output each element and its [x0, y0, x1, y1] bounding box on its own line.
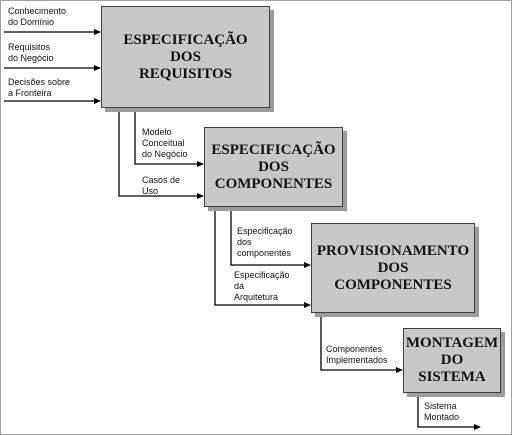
stage-especificacao-requisitos: ESPECIFICAÇÃO DOS REQUISITOS: [101, 6, 270, 108]
arrow-especificacao-componentes: [230, 207, 311, 268]
arrow-modelo-conceitual: [134, 108, 204, 167]
input-label-conhecimento-dominio: Conhecimento do Domínio: [8, 6, 67, 27]
input-label-requisitos-negocio: Requisitos do Negócio: [8, 42, 54, 63]
stage-provisionamento-componentes: PROVISIONAMENTO DOS COMPONENTES: [311, 223, 475, 313]
arrow-sistema-montado: [417, 393, 481, 430]
input-label-decisoes-fronteira: Decisões sobre a Fronteira: [8, 77, 71, 98]
stage-especificacao-componentes: ESPECIFICAÇÃO DOS COMPONENTES: [204, 127, 343, 207]
stage-title: MONTAGEM DO SISTEMA: [405, 335, 499, 385]
arrow-especificacao-arquitetura: [214, 207, 311, 308]
flow-label-modelo-conceitual: Modelo Conceitual do Negócio: [142, 127, 188, 159]
arrow-casos-de-uso: [118, 108, 204, 199]
stage-title: ESPECIFICAÇÃO DOS COMPONENTES: [211, 141, 336, 192]
flow-label-especificacao-arquitetura: Especificação da Arquitetura: [234, 270, 290, 302]
stage-title: ESPECIFICAÇÃO DOS REQUISITOS: [123, 31, 248, 82]
flow-label-componentes-implementados: Componentes Implementados: [326, 344, 388, 365]
arrow-componentes-implementados: [320, 313, 403, 373]
stage-montagem-sistema: MONTAGEM DO SISTEMA: [403, 328, 501, 393]
flow-label-sistema-montado: Sistema Montado: [424, 401, 460, 422]
flow-label-casos-de-uso: Casos de Uso: [142, 175, 181, 196]
stage-title: PROVISIONAMENTO DOS COMPONENTES: [316, 242, 470, 293]
flow-label-especificacao-componentes: Especificação dos componentes: [237, 226, 293, 258]
